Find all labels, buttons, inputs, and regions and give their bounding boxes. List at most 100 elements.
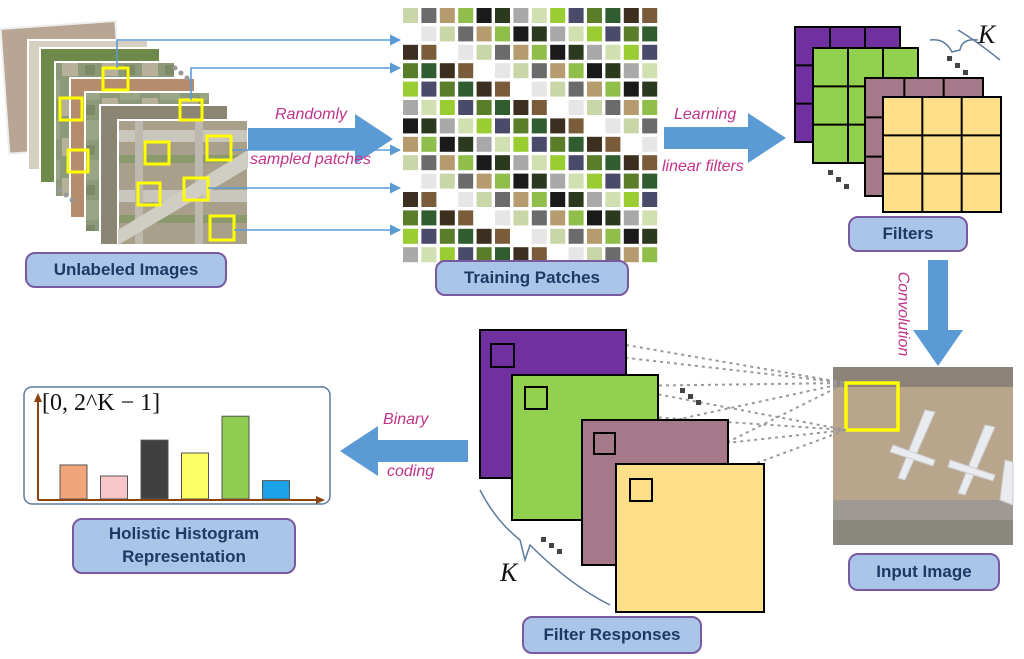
training-patches-mosaic bbox=[403, 8, 658, 263]
patch-cell bbox=[587, 228, 602, 244]
patch-cell bbox=[458, 81, 474, 97]
patch-cell bbox=[550, 210, 566, 226]
patch-cell bbox=[421, 26, 437, 42]
patch-cell bbox=[403, 81, 418, 97]
patch-cell bbox=[550, 8, 566, 23]
patch-cell bbox=[403, 155, 418, 171]
patch-cell bbox=[495, 192, 510, 207]
patch-cell bbox=[531, 63, 547, 79]
patch-cell bbox=[513, 63, 529, 79]
patch-cell bbox=[495, 26, 510, 42]
patch-cell bbox=[421, 173, 437, 189]
patch-cell bbox=[458, 155, 474, 171]
patch-cell bbox=[513, 192, 529, 207]
patch-cell bbox=[550, 228, 566, 244]
patch-cell bbox=[605, 8, 621, 23]
patch-cell bbox=[403, 228, 418, 244]
note-binary: Binary bbox=[383, 411, 429, 428]
patch-cell bbox=[568, 192, 584, 207]
patch-cell bbox=[531, 81, 547, 97]
patch-cell bbox=[421, 81, 437, 97]
patch-cell bbox=[623, 136, 639, 152]
patch-cell bbox=[476, 247, 492, 263]
patch-cell bbox=[605, 136, 621, 152]
patch-cell bbox=[403, 8, 418, 23]
patch-cell bbox=[587, 44, 602, 60]
patch-cell bbox=[550, 44, 566, 60]
patch-cell bbox=[605, 118, 621, 134]
patch-cell bbox=[421, 210, 437, 226]
patch-cell bbox=[623, 44, 639, 60]
patch-cell bbox=[495, 8, 510, 23]
patch-cell bbox=[568, 173, 584, 189]
patch-cell bbox=[403, 173, 418, 189]
patch-cell bbox=[421, 8, 437, 23]
patch-cell bbox=[403, 247, 418, 263]
note-coding: coding bbox=[387, 463, 435, 480]
patch-cell bbox=[403, 63, 418, 79]
patch-cell bbox=[568, 136, 584, 152]
patch-cell bbox=[623, 63, 639, 79]
patch-cell bbox=[568, 63, 584, 79]
patch-cell bbox=[513, 26, 529, 42]
label-unlabeled-images: Unlabeled Images bbox=[25, 252, 227, 288]
label-filter-responses: Filter Responses bbox=[522, 616, 702, 654]
patch-cell bbox=[550, 192, 566, 207]
patch-cell bbox=[421, 192, 437, 207]
patch-cell bbox=[421, 100, 437, 115]
patch-cell bbox=[476, 26, 492, 42]
patch-cell bbox=[476, 81, 492, 97]
patch-cell bbox=[458, 63, 474, 79]
patch-cell bbox=[531, 155, 547, 171]
patch-cell bbox=[587, 136, 602, 152]
note-randomly: Randomly bbox=[275, 106, 348, 123]
patch-cell bbox=[623, 81, 639, 97]
filters-ellipsis bbox=[828, 56, 968, 189]
patch-cell bbox=[421, 228, 437, 244]
patch-cell bbox=[513, 210, 529, 226]
holistic-line1: Holistic Histogram bbox=[108, 524, 260, 544]
patch-cell bbox=[495, 118, 510, 134]
patch-cell bbox=[623, 192, 639, 207]
patch-cell bbox=[403, 136, 418, 152]
histogram-range-label: [0, 2^K − 1] bbox=[42, 390, 161, 416]
patch-cell bbox=[513, 81, 529, 97]
patch-cell bbox=[642, 173, 658, 189]
patch-cell bbox=[439, 8, 455, 23]
patch-cell bbox=[476, 63, 492, 79]
patch-cell bbox=[439, 100, 455, 115]
patch-cell bbox=[421, 118, 437, 134]
patch-cell bbox=[476, 44, 492, 60]
patch-cell bbox=[550, 81, 566, 97]
k-label-responses: K bbox=[500, 558, 518, 587]
patch-cell bbox=[623, 228, 639, 244]
patch-cell bbox=[476, 210, 492, 226]
sample-arrows bbox=[116, 34, 402, 236]
patch-cell bbox=[513, 136, 529, 152]
holistic-line2: Representation bbox=[122, 547, 246, 566]
patch-cell bbox=[531, 26, 547, 42]
patch-cell bbox=[513, 100, 529, 115]
patch-cell bbox=[439, 210, 455, 226]
patch-cell bbox=[458, 136, 474, 152]
patch-cell bbox=[642, 192, 658, 207]
patch-cell bbox=[458, 118, 474, 134]
patch-cell bbox=[568, 247, 584, 263]
patch-cell bbox=[439, 44, 455, 60]
patch-cell bbox=[403, 100, 418, 115]
patch-cell bbox=[531, 228, 547, 244]
patch-cell bbox=[587, 173, 602, 189]
patch-cell bbox=[531, 100, 547, 115]
patch-cell bbox=[642, 63, 658, 79]
patch-cell bbox=[642, 26, 658, 42]
note-learning: Learning bbox=[674, 106, 737, 123]
responses-ellipsis bbox=[541, 388, 701, 554]
patch-cell bbox=[439, 136, 455, 152]
patch-cell bbox=[568, 100, 584, 115]
patch-cell bbox=[421, 155, 437, 171]
patch-cell bbox=[513, 173, 529, 189]
patch-cell bbox=[476, 136, 492, 152]
histogram-bar bbox=[221, 415, 250, 500]
patch-cell bbox=[439, 63, 455, 79]
patch-cell bbox=[568, 228, 584, 244]
